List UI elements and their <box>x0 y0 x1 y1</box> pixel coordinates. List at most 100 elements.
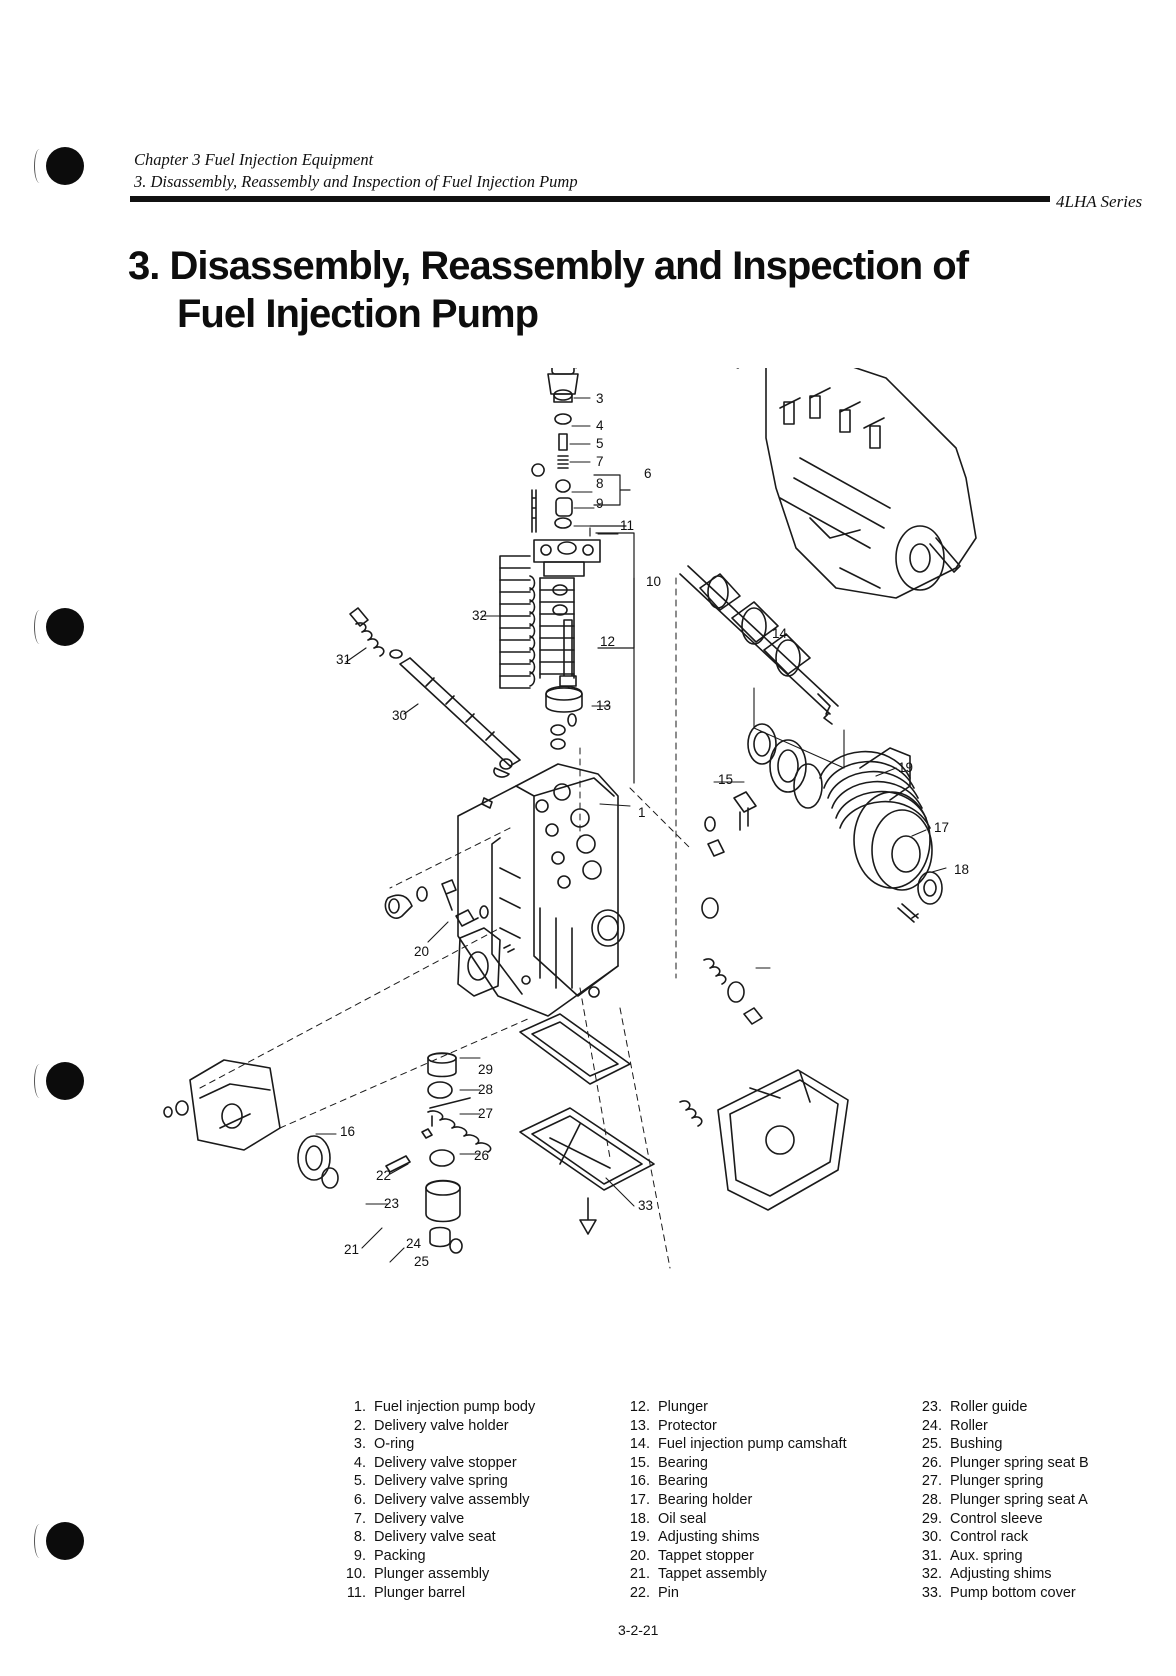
bearing-holder-assembly <box>747 723 943 923</box>
binder-hole <box>46 1522 84 1560</box>
callout-29: 29 <box>478 1062 493 1077</box>
header-rule <box>130 196 1050 202</box>
camshaft <box>679 565 845 769</box>
callout-21: 21 <box>344 1242 359 1257</box>
callout-9: 9 <box>596 496 604 511</box>
legend-item: 20.Tappet stopper <box>629 1547 754 1564</box>
callout-14: 14 <box>772 626 788 641</box>
lower-covers <box>457 927 655 1235</box>
legend-item: 27.Plunger spring <box>921 1473 1044 1490</box>
callout-16: 16 <box>340 1124 355 1139</box>
legend-item: 25.Bushing <box>921 1436 1003 1453</box>
callout-7: 7 <box>596 454 604 469</box>
delivery-valve-stack <box>499 368 601 750</box>
callout-17: 17 <box>934 820 949 835</box>
legend-item: 33.Pump bottom cover <box>921 1584 1076 1601</box>
legend-item: 18.Oil seal <box>629 1510 707 1527</box>
chapter-header: Chapter 3 Fuel Injection Equipment <box>134 150 374 169</box>
callout-24: 24 <box>406 1236 422 1251</box>
legend-item: 6.Delivery valve assembly <box>353 1491 530 1508</box>
callout-31: 31 <box>336 652 351 667</box>
callout-18: 18 <box>954 862 969 877</box>
legend-item: 29.Control sleeve <box>921 1510 1043 1527</box>
binder-hole-edge <box>34 1524 45 1558</box>
legend-item: 9.Packing <box>353 1547 426 1564</box>
callout-4: 4 <box>596 418 604 433</box>
assembly-axes <box>199 577 691 1269</box>
legend-item: 3.O-ring <box>353 1436 415 1453</box>
legend-item: 17.Bearing holder <box>629 1491 753 1508</box>
tappet-assembly <box>385 1052 492 1254</box>
legend-item: 4.Delivery valve stopper <box>353 1454 517 1471</box>
callout-1: 1 <box>638 805 646 820</box>
legend-item: 32.Adjusting shims <box>921 1566 1052 1583</box>
title-line-1: 3. Disassembly, Reassembly and Inspectio… <box>128 244 969 288</box>
governor-housing <box>679 839 849 1211</box>
callout-15: 15 <box>718 772 733 787</box>
callout-28: 28 <box>478 1082 493 1097</box>
parts-legend-column-1: 1.Fuel injection pump body 2.Delivery va… <box>336 1398 535 1603</box>
callout-32: 32 <box>472 608 487 623</box>
callout-3: 3 <box>596 391 604 406</box>
plugs-and-bolts <box>384 791 757 927</box>
callout-20: 20 <box>414 944 429 959</box>
legend-item: 22.Pin <box>629 1584 679 1601</box>
legend-item: 28.Plunger spring seat A <box>921 1491 1088 1508</box>
series-label: 4LHA Series <box>1056 192 1143 211</box>
parts-legend-column-2: 12.Plunger 13.Protector 14.Fuel injectio… <box>620 1398 847 1603</box>
callout-33: 33 <box>638 1198 653 1213</box>
callout-11: 11 <box>620 518 634 533</box>
page-number: 3-2-21 <box>618 1622 659 1638</box>
legend-item: 21.Tappet assembly <box>629 1566 767 1583</box>
callout-12: 12 <box>600 634 615 649</box>
binder-hole-edge <box>34 610 45 644</box>
legend-item: 19.Adjusting shims <box>629 1529 760 1546</box>
section-header: 3. Disassembly, Reassembly and Inspectio… <box>134 172 578 191</box>
callout-22: 22 <box>376 1168 391 1183</box>
callout-6: 6 <box>644 466 652 481</box>
legend-item: 30.Control rack <box>921 1529 1029 1546</box>
callout-25: 25 <box>414 1254 429 1269</box>
legend-item: 7.Delivery valve <box>353 1510 465 1527</box>
binder-hole-edge <box>34 149 45 183</box>
legend-item: 31.Aux. spring <box>921 1547 1023 1564</box>
callout-labels: 1 2 3 4 5 6 7 8 9 10 11 12 13 14 15 16 1… <box>336 391 969 1269</box>
legend-item: 23.Roller guide <box>921 1399 1028 1415</box>
legend-item: 26.Plunger spring seat B <box>921 1454 1089 1471</box>
adjusting-shims-32 <box>499 555 575 689</box>
callout-5: 5 <box>596 436 604 451</box>
assembled-pump-illustration <box>736 368 977 599</box>
legend-item: 16.Bearing <box>629 1473 708 1490</box>
callout-23: 23 <box>384 1196 399 1211</box>
callout-10: 10 <box>646 574 661 589</box>
legend-item: 11.Plunger barrel <box>346 1584 466 1601</box>
end-housing <box>163 1059 339 1189</box>
parts-legend-column-3: 23.Roller guide 24.Roller 25.Bushing 26.… <box>912 1398 1089 1603</box>
legend-item: 14.Fuel injection pump camshaft <box>629 1436 847 1453</box>
pump-body <box>457 763 625 1017</box>
legend-item: 5.Delivery valve spring <box>353 1473 508 1490</box>
binder-hole-edge <box>34 1064 45 1098</box>
callout-19: 19 <box>898 760 913 775</box>
callout-8: 8 <box>596 476 604 491</box>
title-line-2: Fuel Injection Pump <box>177 292 539 336</box>
legend-item: 2.Delivery valve holder <box>353 1417 509 1434</box>
aux-spring-control-rack <box>349 607 521 778</box>
binder-hole <box>46 1062 84 1100</box>
legend-item: 15.Bearing <box>629 1454 708 1471</box>
callout-13: 13 <box>596 698 611 713</box>
legend-item: 24.Roller <box>921 1417 988 1434</box>
page-title: 3. Disassembly, Reassembly and Inspectio… <box>128 242 969 338</box>
legend-item: 12.Plunger <box>629 1399 708 1415</box>
legend-item: 1.Fuel injection pump body <box>353 1399 536 1415</box>
callout-26: 26 <box>474 1148 489 1163</box>
legend-item: 10.Plunger assembly <box>345 1566 490 1583</box>
legend-item: 13.Protector <box>629 1417 717 1434</box>
callout-30: 30 <box>392 708 407 723</box>
legend-item: 8.Delivery valve seat <box>353 1529 496 1546</box>
callout-27: 27 <box>478 1106 493 1121</box>
leader-lines <box>315 368 947 1263</box>
exploded-diagram: 1 2 3 4 5 6 7 8 9 10 11 12 13 14 15 16 1… <box>163 368 977 1269</box>
binder-hole <box>46 147 84 185</box>
